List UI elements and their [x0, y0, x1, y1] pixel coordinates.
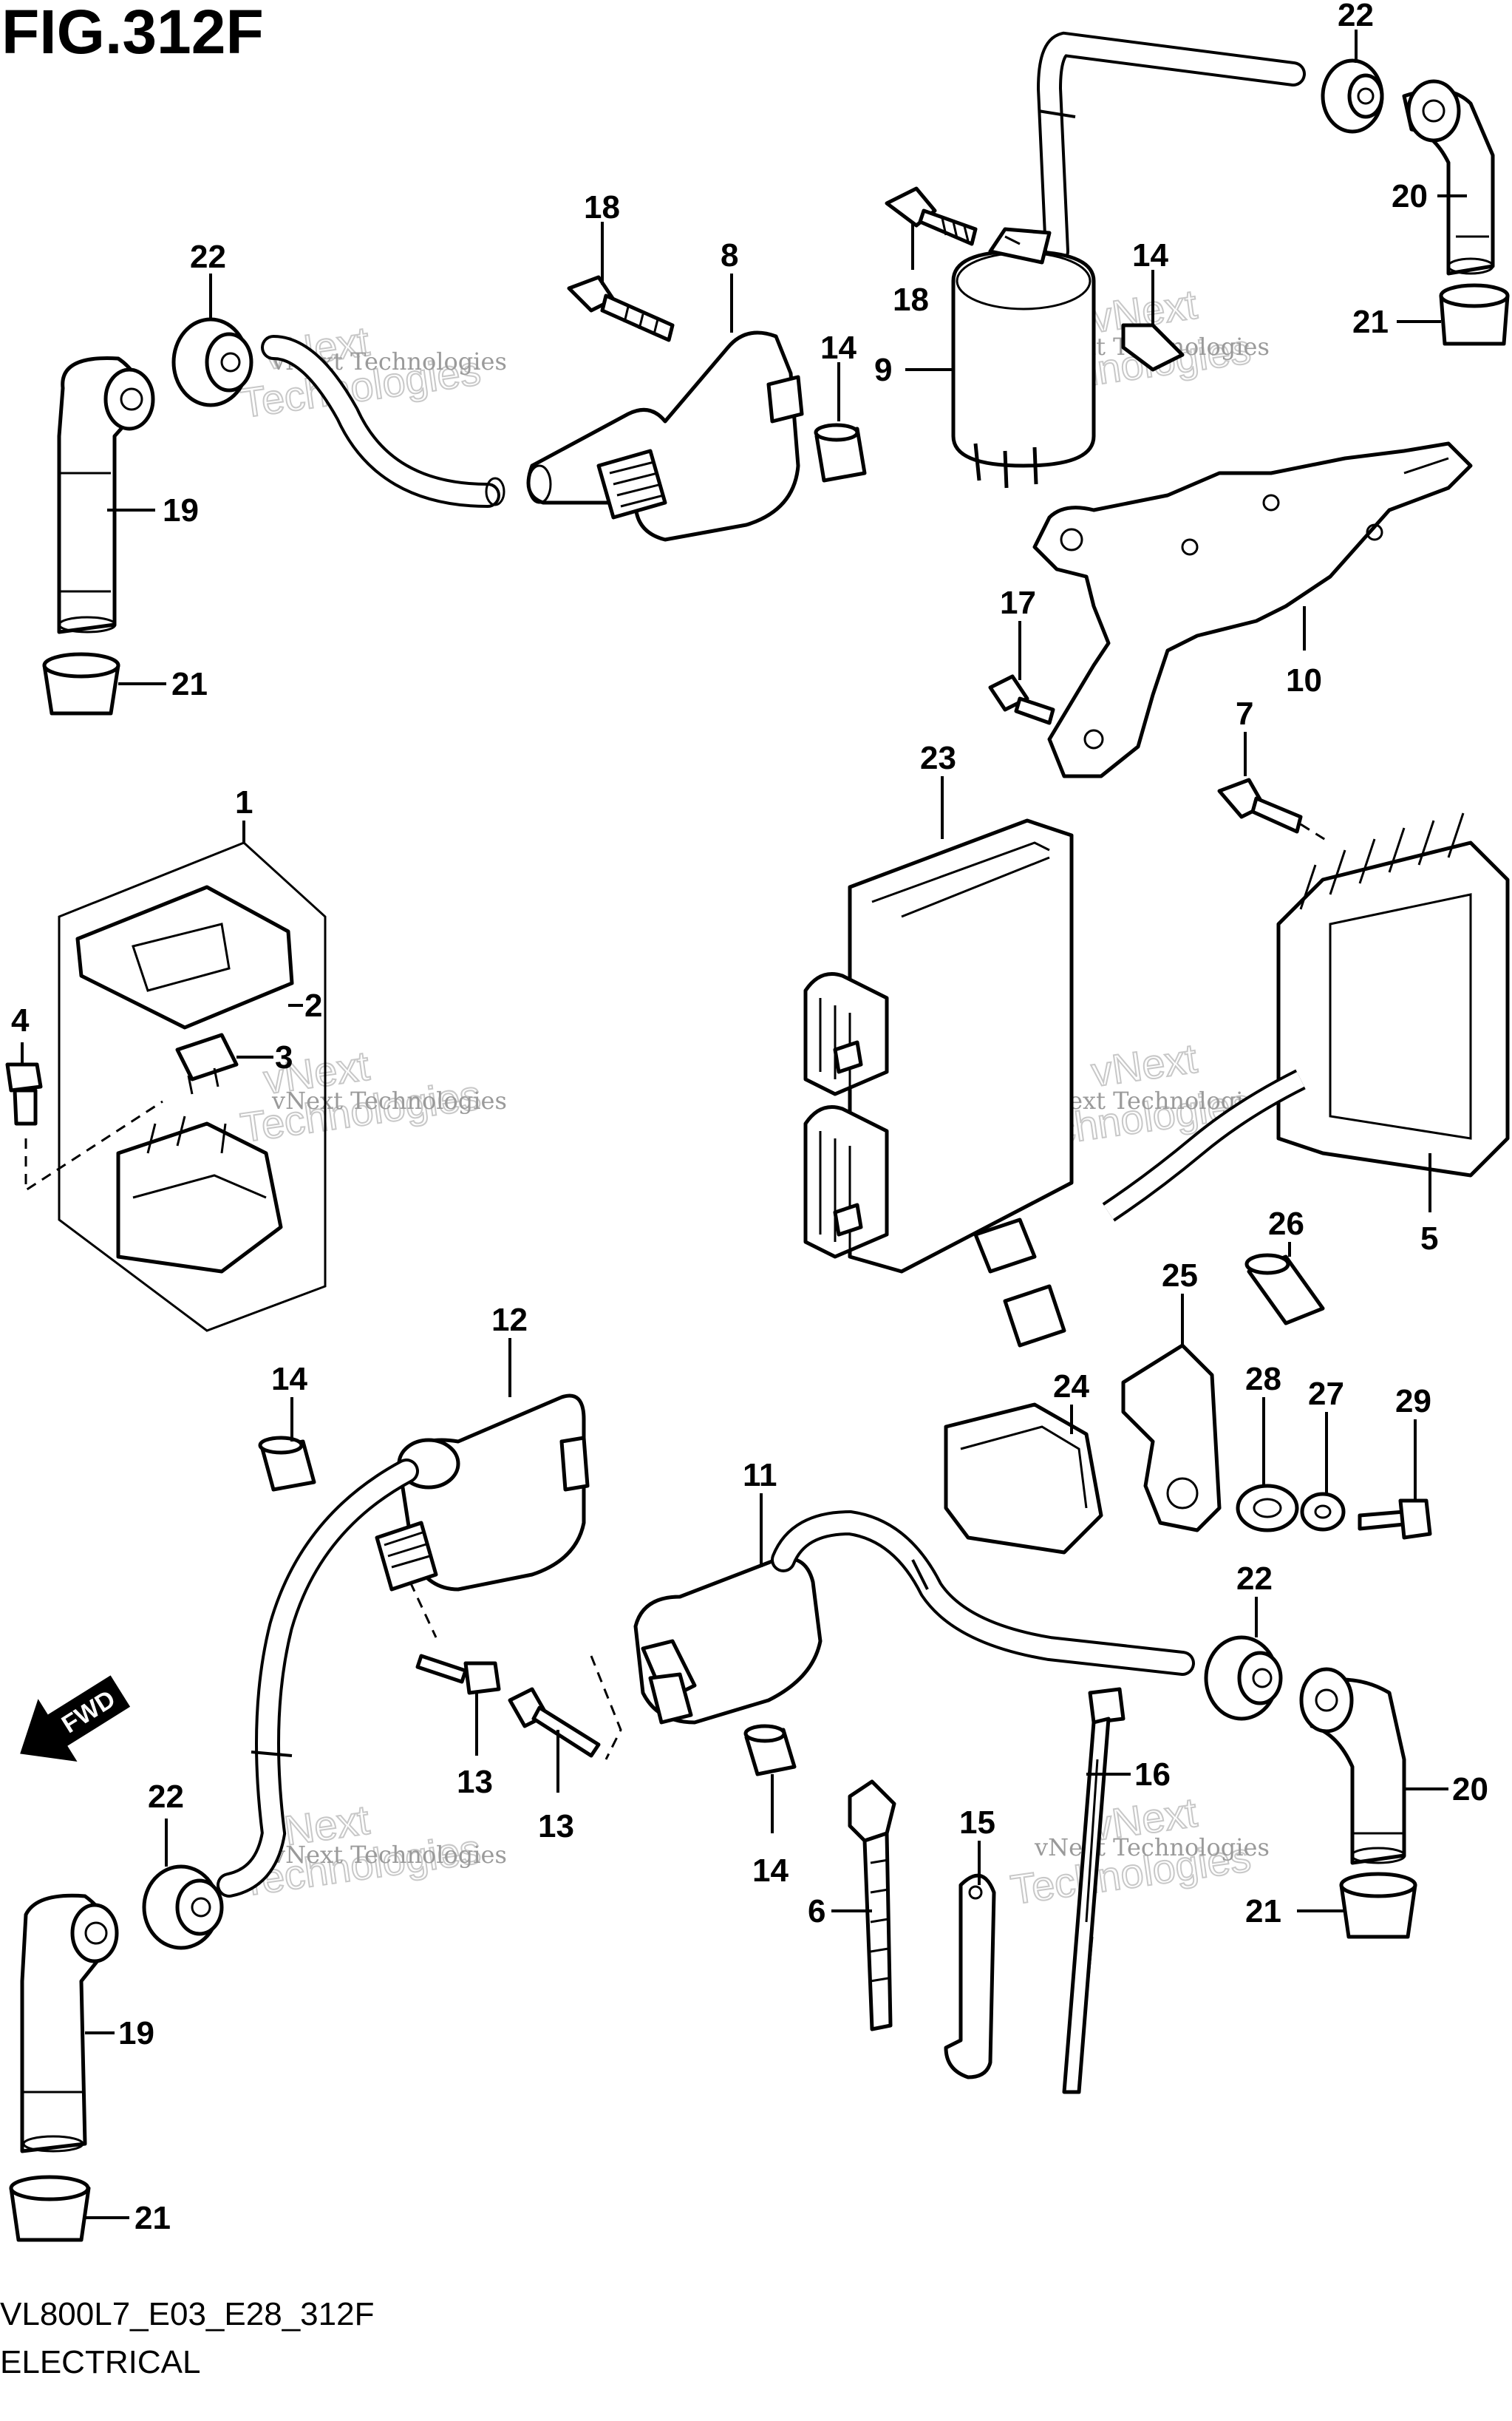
part-18-bolt-right — [885, 186, 978, 246]
callout-27: 27 — [1308, 1376, 1344, 1412]
callout-14: 14 — [1132, 237, 1168, 274]
part-5-regulator — [973, 812, 1510, 1348]
callout-24: 24 — [1053, 1368, 1089, 1405]
part-3-fuse — [175, 1033, 239, 1095]
callout-15: 15 — [959, 1804, 995, 1841]
callout-6: 6 — [808, 1893, 825, 1929]
callout-21: 21 — [171, 666, 208, 702]
callout-20: 20 — [1452, 1771, 1488, 1807]
callout-2: 2 — [304, 988, 322, 1024]
part-19-bottom-left — [20, 1893, 119, 2153]
callout-18: 18 — [893, 282, 929, 318]
part-8-coil — [526, 330, 804, 542]
part-27-collar — [1300, 1492, 1346, 1532]
figure-caption: ELECTRICAL — [0, 2344, 200, 2380]
part-21-bottom-right — [1339, 1872, 1417, 1939]
part-22-bottom-right — [1204, 1635, 1283, 1721]
fwd-arrow-icon: FWD — [20, 1675, 131, 1762]
callout-21: 21 — [1245, 1893, 1281, 1929]
part-14-collar-mid-center — [743, 1724, 797, 1776]
part-21-top-left — [42, 652, 120, 716]
part-16-tie — [1062, 1687, 1126, 2094]
part-19-top-left — [57, 356, 155, 634]
part-29-bolt — [1358, 1498, 1432, 1540]
part-14-collar-top-right — [1121, 323, 1185, 372]
callout-12: 12 — [491, 1302, 528, 1338]
part-14-collar-mid-left — [258, 1436, 316, 1492]
part-8-lead — [261, 335, 505, 508]
figure-code: VL800L7_E03_E28_312F — [0, 2296, 374, 2332]
part-20-top-right — [1402, 79, 1495, 276]
part-23-ecm — [803, 818, 1074, 1274]
part-9-coil — [951, 227, 1096, 489]
callout-22: 22 — [148, 1779, 184, 1815]
part-11-coil — [633, 1556, 823, 1725]
callout-3: 3 — [275, 1039, 293, 1076]
callout-17: 17 — [1000, 585, 1036, 621]
part-28-grommet — [1236, 1484, 1299, 1532]
callout-23: 23 — [920, 740, 956, 776]
part-26-spacer — [1244, 1253, 1325, 1325]
part-12-lead — [217, 1459, 419, 1898]
callout-11: 11 — [743, 1457, 777, 1493]
watermark-text: vNext Technologies — [1034, 1833, 1270, 1861]
callout-10: 10 — [1286, 662, 1322, 699]
watermark-text: vNext Technologies — [271, 1087, 507, 1115]
callouts: 22 20 21 18 8 22 14 18 9 14 19 21 17 10 … — [11, 0, 1488, 2236]
callout-25: 25 — [1162, 1257, 1198, 1294]
figure-title: FIG.312F — [1, 0, 264, 67]
part-12-coil — [375, 1393, 590, 1592]
callout-21: 21 — [134, 2200, 171, 2236]
part-4-bolt — [5, 1062, 163, 1192]
callout-8: 8 — [721, 237, 738, 274]
callout-29: 29 — [1395, 1383, 1431, 1419]
callout-26: 26 — [1268, 1206, 1304, 1242]
callout-9: 9 — [874, 352, 892, 388]
callout-13: 13 — [457, 1764, 493, 1800]
part-14-collar-top-center — [814, 423, 867, 483]
callout-22: 22 — [190, 239, 226, 275]
callout-4: 4 — [11, 1002, 30, 1039]
part-20-bottom-right — [1299, 1667, 1406, 1865]
watermark-text: vNext Technologies — [271, 1841, 507, 1869]
callout-28: 28 — [1245, 1361, 1281, 1397]
callout-19: 19 — [163, 492, 199, 529]
callout-14: 14 — [820, 330, 857, 366]
part-21-bottom-left — [9, 2175, 91, 2242]
callout-1: 1 — [235, 784, 253, 821]
part-15-band — [944, 1873, 996, 2079]
part-18-bolt-left — [567, 275, 675, 342]
callout-14: 14 — [752, 1853, 789, 1889]
part-11-lead — [771, 1510, 1195, 1676]
part-17-bolt — [988, 674, 1055, 725]
leader-lines — [21, 30, 1467, 2219]
callout-20: 20 — [1392, 178, 1428, 214]
part-6-clamp — [848, 1779, 896, 2031]
part-24-relay — [944, 1402, 1103, 1555]
part-25-bracket — [1121, 1343, 1222, 1532]
part-2-cover — [75, 885, 294, 1030]
part-10-bracket — [1032, 441, 1473, 778]
part-7-bolt — [1217, 778, 1331, 844]
part-22-top-right — [1321, 58, 1384, 134]
callout-13: 13 — [538, 1808, 574, 1844]
part-22-bottom-left — [142, 1864, 224, 1950]
part-22-top-left — [171, 317, 253, 407]
callout-21: 21 — [1352, 304, 1389, 340]
callout-16: 16 — [1134, 1756, 1171, 1793]
callout-18: 18 — [584, 189, 620, 225]
callout-7: 7 — [1236, 696, 1253, 732]
callout-22: 22 — [1236, 1561, 1273, 1597]
callout-5: 5 — [1420, 1220, 1438, 1257]
part-9-lead — [1036, 31, 1306, 264]
part-13-bolts — [409, 1581, 622, 1760]
part-relay-base — [116, 1116, 283, 1274]
callout-22: 22 — [1338, 0, 1374, 33]
part-21-top-right — [1439, 283, 1510, 346]
callout-19: 19 — [118, 2015, 154, 2051]
callout-14: 14 — [271, 1361, 307, 1397]
